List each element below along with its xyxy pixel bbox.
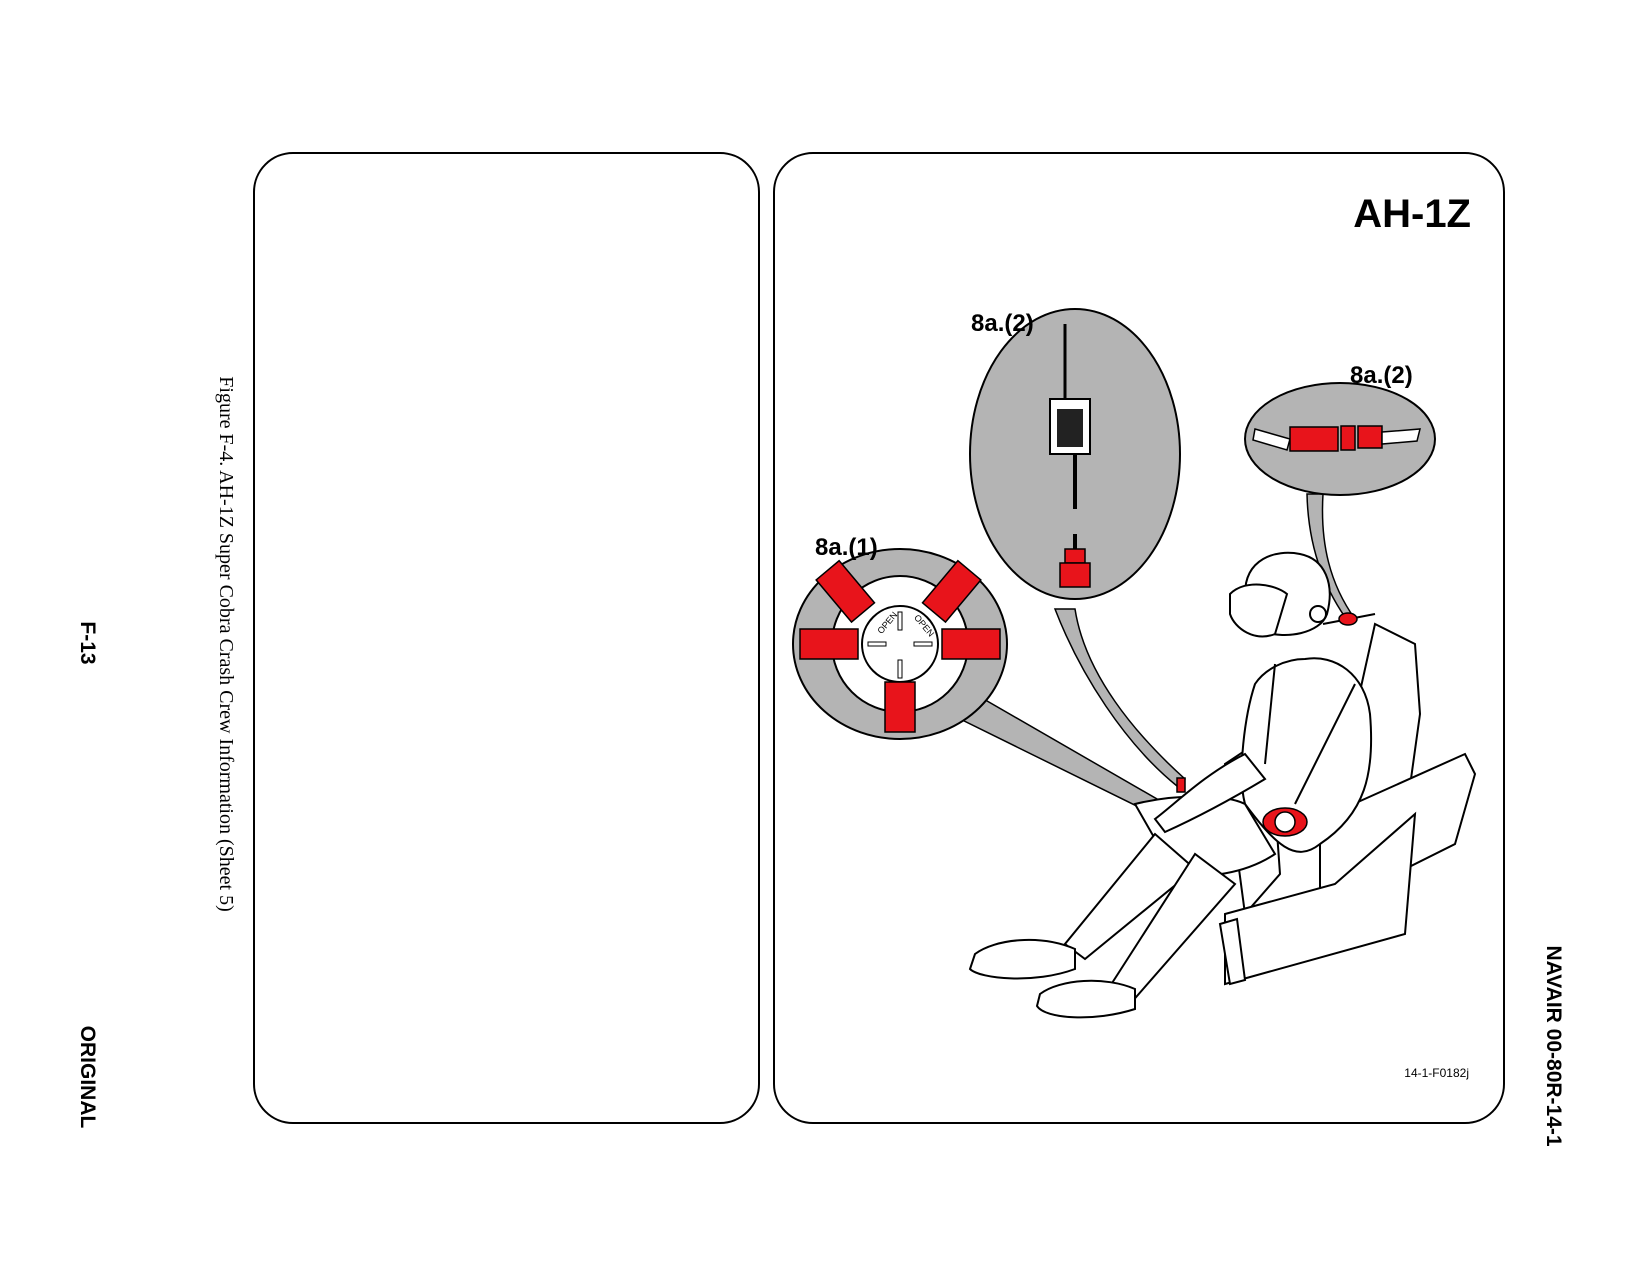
aircraft-title: AH-1Z (1353, 192, 1471, 236)
drawing-code: 14-1-F0182j (1404, 1066, 1469, 1080)
callout-label-inertia-reel: 8a.(2) (971, 310, 1034, 337)
crew-member (968, 657, 1373, 1019)
document-number: NAVAIR 00-80R-14-1 (1542, 945, 1565, 1147)
callout-label-harness-release: 8a.(1) (815, 534, 878, 561)
callout-shoulder-connector (1244, 382, 1436, 496)
page-number: F-13 (76, 621, 99, 665)
blank-panel (253, 152, 760, 1124)
callout-harness-release: OPEN OPEN (792, 548, 1008, 740)
helmet (1229, 551, 1331, 638)
callout-label-shoulder-connector: 8a.(2) (1350, 362, 1413, 389)
callout-inertia-reel (969, 308, 1181, 600)
figure-caption: Figure F-4. AH-1Z Super Cobra Crash Crew… (215, 376, 237, 912)
illustration-panel: OPEN OPEN AH-1Z 8a.(1) 8a.(2) 8a.(2) 14-… (773, 152, 1505, 1124)
original-status: ORIGINAL (76, 1025, 99, 1129)
crew-seat-illustration: OPEN OPEN (792, 308, 1477, 1019)
buckle-center (1274, 811, 1296, 833)
